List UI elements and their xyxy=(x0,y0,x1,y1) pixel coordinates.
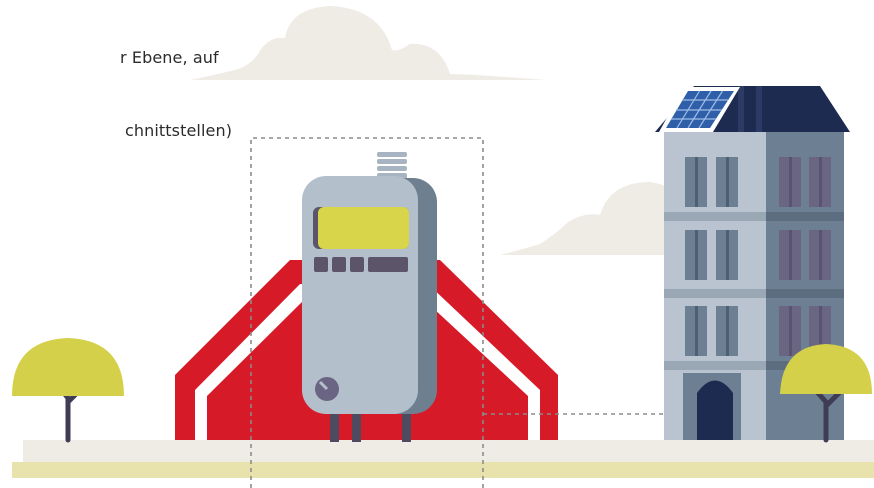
smart-meter-device-icon xyxy=(302,152,437,442)
cloud-icon xyxy=(190,6,545,80)
tree-icon xyxy=(12,338,124,440)
ground-stripe xyxy=(12,462,874,478)
ground-strip xyxy=(23,440,874,464)
